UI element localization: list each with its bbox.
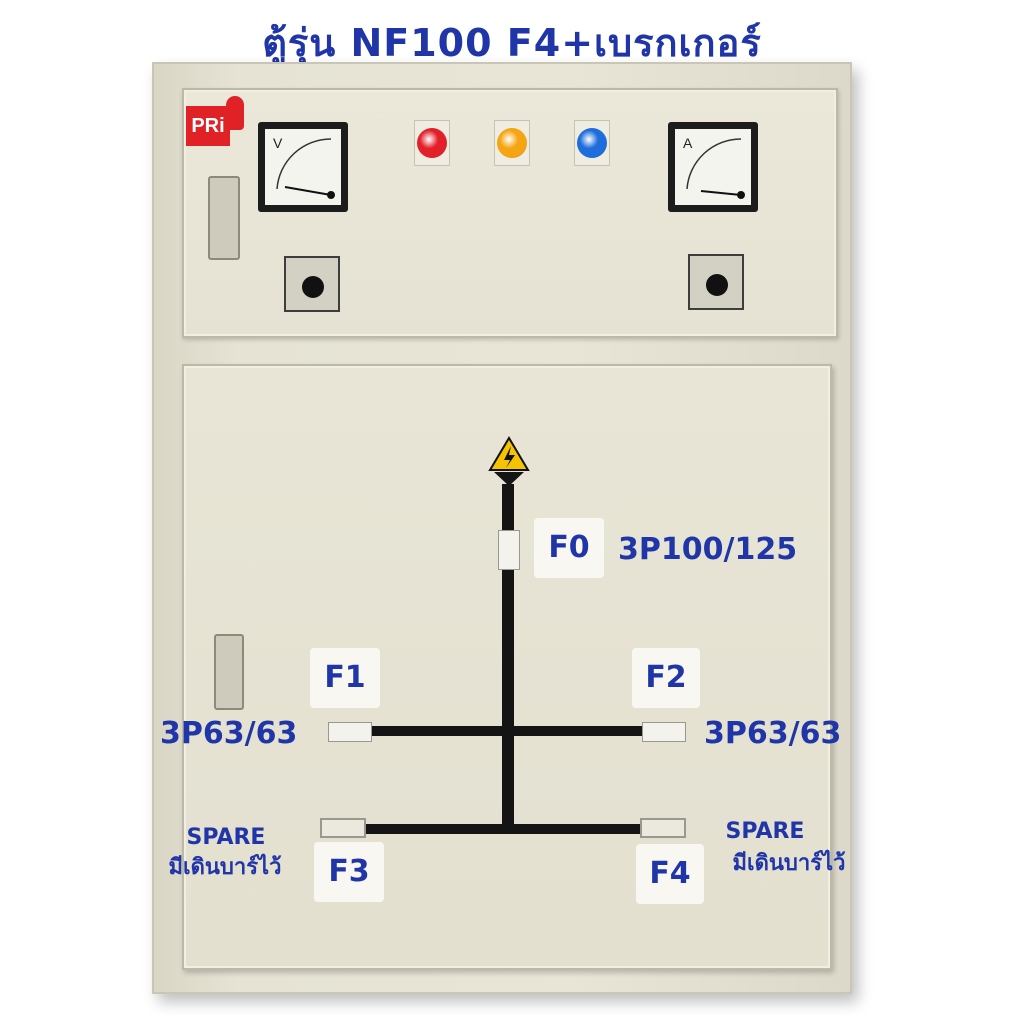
pilot-lamp-yellow-icon: [497, 128, 527, 158]
pilot-lamp-red-icon: [417, 128, 447, 158]
lower-branch-busbar: [352, 824, 648, 834]
selector-knob-icon: [302, 276, 324, 298]
breaker-f1: [328, 722, 372, 742]
ammeter: A: [668, 122, 758, 212]
logo-mark-icon: [226, 96, 244, 130]
voltmeter: V: [258, 122, 348, 212]
bottom-door-latch[interactable]: [214, 634, 244, 710]
f3-tag: F3: [314, 842, 384, 902]
spare-slot-f4: [640, 818, 686, 838]
ammeter-selector-switch[interactable]: [688, 254, 744, 310]
f0-rating: 3P100/125: [618, 532, 798, 567]
selector-knob-icon: [706, 274, 728, 296]
page-title: ตู้รุ่น NF100 F4+เบรกเกอร์: [262, 21, 762, 65]
f1-rating: 3P63/63: [160, 716, 298, 751]
upper-branch-busbar: [356, 726, 648, 736]
main-breaker-f0: [498, 530, 520, 570]
f0-tag: F0: [534, 518, 604, 578]
voltmeter-selector-switch[interactable]: [284, 256, 340, 312]
vertical-busbar: [502, 484, 514, 830]
f3-spare-label: SPARE: [186, 825, 266, 850]
voltmeter-face: V: [265, 129, 341, 205]
ammeter-face: A: [675, 129, 751, 205]
f4-tag: F4: [636, 844, 704, 904]
f2-rating: 3P63/63: [704, 716, 842, 751]
f4-spare-note: มีเดินบาร์ไว้: [732, 851, 846, 876]
pilot-lamp-blue-icon: [577, 128, 607, 158]
brand-logo: PRi: [186, 96, 250, 148]
spare-slot-f3: [320, 818, 366, 838]
f2-tag: F2: [632, 648, 700, 708]
top-door-latch[interactable]: [208, 176, 240, 260]
f1-tag: F1: [310, 648, 380, 708]
gauge-needle-icon: [276, 138, 335, 199]
f3-spare-note: มีเดินบาร์ไว้: [168, 855, 282, 880]
voltmeter-unit: V: [273, 135, 283, 151]
f4-spare-label: SPARE: [725, 819, 805, 844]
brand-logo-text: PRi: [186, 106, 230, 146]
high-voltage-warning-icon: [488, 436, 530, 486]
breaker-f2: [642, 722, 686, 742]
ammeter-unit: A: [683, 135, 693, 151]
gauge-needle-icon: [686, 138, 745, 199]
